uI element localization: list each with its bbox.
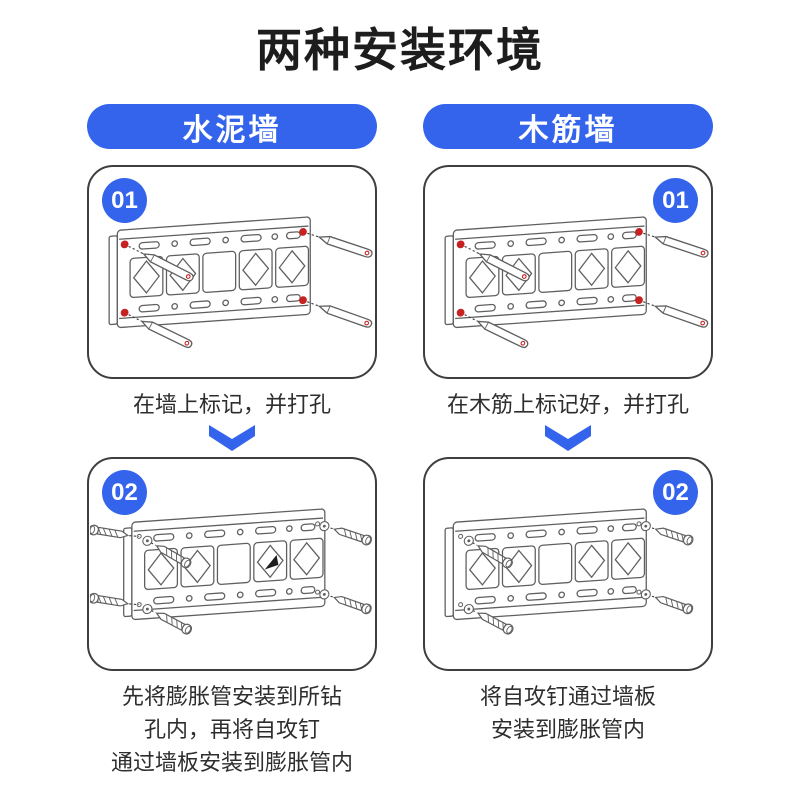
caption-line: 先将膨胀管安装到所钻 xyxy=(121,684,342,709)
chevron-down-icon xyxy=(545,425,591,451)
caption-line: 通过墙板安装到膨胀管内 xyxy=(110,750,353,775)
cement-step2-card: 02 xyxy=(87,457,377,671)
step-number-badge: 01 xyxy=(653,178,698,223)
caption-line: 安装到膨胀管内 xyxy=(490,717,645,742)
cement-step1-card: 01 xyxy=(87,165,377,379)
step-arrow xyxy=(87,424,377,455)
caption-line: 孔内，再将自攻钉 xyxy=(143,717,320,742)
step-caption: 在木筋上标记好，并打孔 xyxy=(423,388,713,421)
header-wood-stud-wall: 木筋墙 xyxy=(423,104,713,149)
step-caption: 先将膨胀管安装到所钻 孔内，再将自攻钉 通过墙板安装到膨胀管内 xyxy=(87,680,377,779)
step-arrow xyxy=(423,424,713,455)
wood-step1-card: 01 xyxy=(423,165,713,379)
column-wood-stud-wall: 木筋墙 01 在木筋上标记好，并打孔 02 将自攻钉通过墙板 安装到膨胀管内 xyxy=(423,104,713,779)
step-caption: 将自攻钉通过墙板 安装到膨胀管内 xyxy=(423,680,713,746)
chevron-down-icon xyxy=(209,425,255,451)
step-number-badge: 02 xyxy=(102,470,147,515)
step-caption: 在墙上标记，并打孔 xyxy=(87,388,377,421)
caption-line: 在墙上标记，并打孔 xyxy=(132,392,331,417)
caption-line: 将自攻钉通过墙板 xyxy=(479,684,656,709)
wood-step2-card: 02 xyxy=(423,457,713,671)
header-cement-wall: 水泥墙 xyxy=(87,104,377,149)
column-cement-wall: 水泥墙 01 在墙上标记，并打孔 02 先将膨胀管安装到所钻 孔内，再将自攻钉 … xyxy=(87,104,377,779)
step-number-badge: 02 xyxy=(653,470,698,515)
page-title: 两种安装环境 xyxy=(256,24,544,76)
caption-line: 在木筋上标记好，并打孔 xyxy=(446,392,689,417)
columns-container: 水泥墙 01 在墙上标记，并打孔 02 先将膨胀管安装到所钻 孔内，再将自攻钉 … xyxy=(0,104,800,779)
step-number-badge: 01 xyxy=(102,178,147,223)
